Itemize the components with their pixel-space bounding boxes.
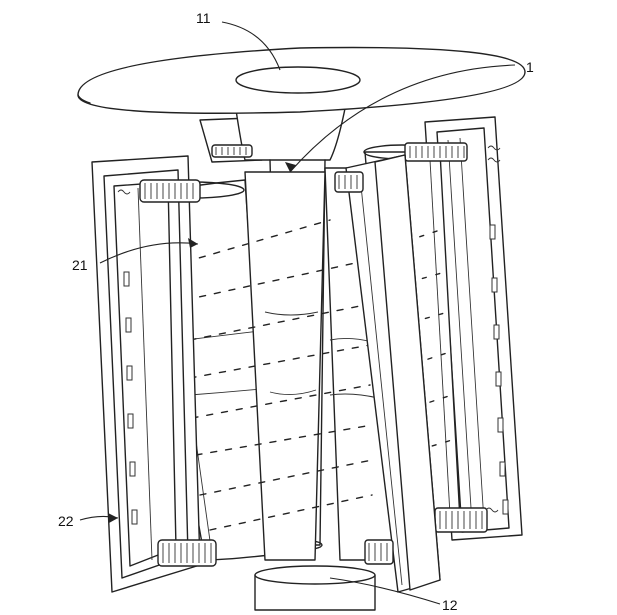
label-22: 22 (58, 513, 74, 529)
gear-bottom-left (157, 539, 217, 567)
leader-lines (79, 21, 516, 605)
top-opening (235, 66, 361, 94)
label-21: 21 (72, 257, 88, 273)
label-11: 11 (196, 10, 211, 26)
right-frame-slots (489, 224, 509, 515)
gear-top-middle (334, 171, 364, 193)
label-1: 1 (526, 59, 534, 75)
gear-bottom-right (434, 507, 488, 533)
roller-middle (244, 171, 326, 561)
springs (117, 145, 501, 513)
bottom-outlet (254, 565, 376, 611)
gear-top-left (139, 179, 201, 203)
top-disc (77, 46, 526, 114)
front-left-frame (91, 155, 201, 593)
gear-top-back-left (211, 144, 253, 158)
gear-bottom-middle (364, 539, 394, 565)
front-right-frame (345, 154, 441, 593)
label-12: 12 (442, 597, 458, 613)
gear-top-right (404, 142, 468, 162)
